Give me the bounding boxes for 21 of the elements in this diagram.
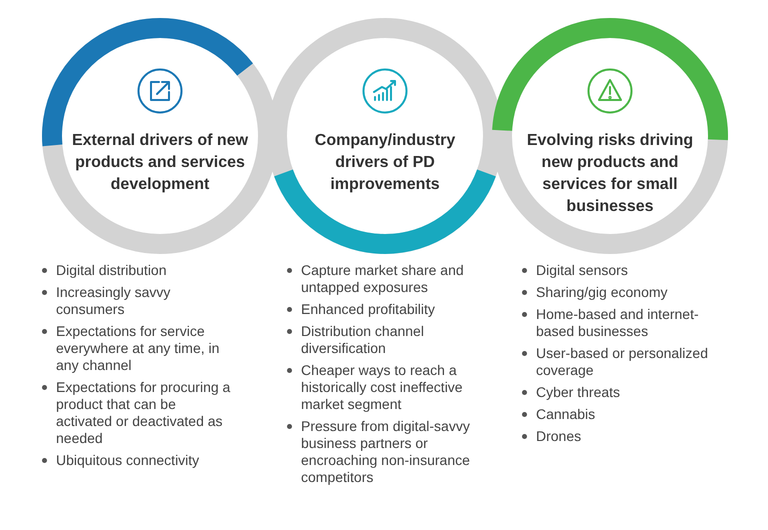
bullet-text: Pressure from digital-savvy business partners or encroaching non-insurance competitors — [301, 418, 470, 485]
bullet-text: Expectations for service everywhere at any time, in any channel — [56, 323, 220, 373]
bullet-text: Enhanced profitability — [301, 301, 435, 317]
circle-heading: Company/industry drivers of PD improvements — [314, 131, 456, 195]
bullet-text: Digital distribution — [56, 262, 166, 278]
ring-circle — [490, 16, 730, 256]
bullet-text: Cyber threats — [536, 384, 620, 400]
bullet-text: Cannabis — [536, 406, 596, 422]
bullet-text: Home-based and internet-based businesses — [536, 306, 699, 339]
bullet-text: Drones — [536, 428, 582, 444]
bullet-text: Capture market share and untapped exposures — [301, 262, 464, 295]
bullet-text: Sharing/gig economy — [536, 284, 668, 300]
circle-heading: External drivers of new products and services development — [70, 131, 250, 195]
bullet-text: Distribution channel diversification — [301, 323, 424, 356]
bullet-text: User-based or personalized coverage — [536, 345, 708, 378]
bullet-text: Digital sensors — [536, 262, 628, 278]
bullet-text: Ubiquitous connectivity — [56, 452, 200, 468]
circle-heading: Evolving risks driving new products and services for small businesses — [526, 131, 694, 217]
bullet-text: Cheaper ways to reach a historically cost ineffective market segment — [301, 362, 463, 412]
bullet-text: Increasingly savvy consumers — [56, 284, 170, 317]
bullet-text: Expectations for procuring a product that can be activated or deactivated as needed — [56, 379, 230, 446]
